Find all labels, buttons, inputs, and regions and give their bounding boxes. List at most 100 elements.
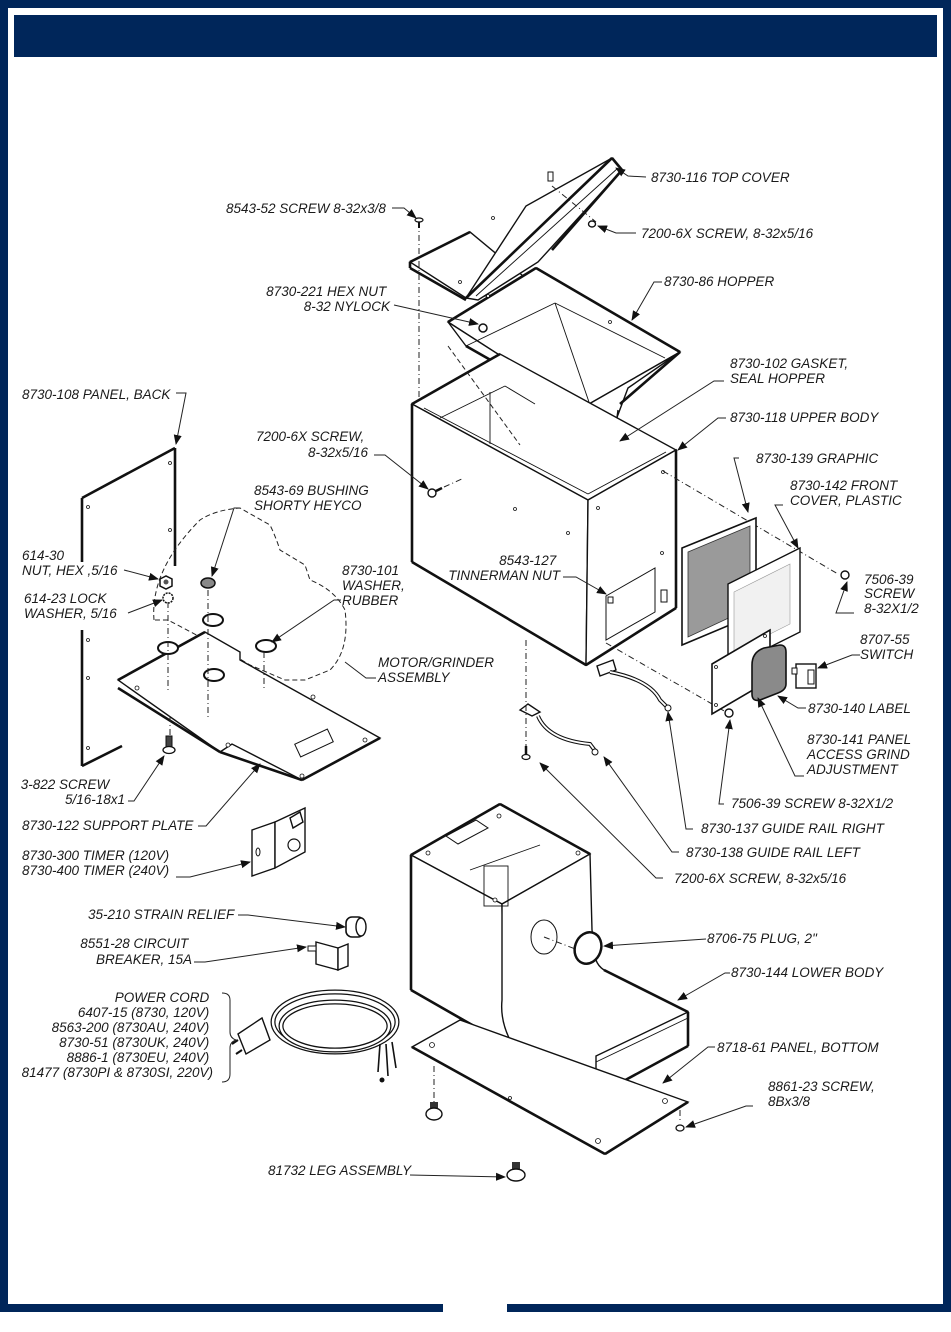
front-cover-part — [727, 546, 801, 670]
label-washer: 8730-101 WASHER, RUBBER — [342, 563, 409, 608]
label-timer-line2: 8730-400 TIMER (240V) — [22, 863, 169, 878]
page-frame-bottom-left — [0, 1304, 443, 1312]
label-gasket-line1: 8730-102 GASKET, — [730, 356, 848, 371]
power-cord-bracket — [221, 992, 238, 1083]
label-breaker-line2: BREAKER, 15A — [96, 952, 192, 967]
label-front-cover-line2: COVER, PLASTIC — [790, 493, 902, 508]
label-side-screw-line1: 7200-6X SCREW, — [256, 429, 364, 444]
label-timer-line1: 8730-300 TIMER (120V) — [22, 848, 169, 863]
label-top-screw: 8543-52 SCREW 8-32x3/8 — [226, 201, 386, 216]
label-hex-nut-516-line1: 614-30 — [22, 548, 65, 563]
label-front-cover: 8730-142 FRONT COVER, PLASTIC — [790, 478, 902, 508]
label-side-screw: 7200-6X SCREW, 8-32x5/16 — [256, 429, 369, 460]
leader-lines — [123, 167, 860, 1181]
label-power-cord-option: 8563-200 (8730AU, 240V) — [52, 1020, 210, 1035]
label-access-panel-line2: ACCESS GRIND — [806, 747, 910, 762]
strain-relief-part — [345, 916, 367, 938]
label-graphic: 8730-139 GRAPHIC — [756, 451, 879, 466]
top-cover-part — [408, 157, 623, 302]
bushing-icon — [200, 577, 216, 589]
label-bottom-screw-line1: 8861-23 SCREW, — [768, 1079, 875, 1094]
label-power-cord-option: 8730-51 (8730UK, 240V) — [59, 1035, 209, 1050]
page-frame-left — [0, 0, 8, 1312]
guide-rail-left-part — [518, 703, 599, 756]
page-frame-top — [0, 0, 951, 8]
label-motor-grinder-line1: MOTOR/GRINDER — [378, 655, 494, 670]
motor-grinder-outline — [153, 507, 347, 681]
label-power-cord: POWER CORD 6407-15 (8730, 120V) 8563-200… — [22, 990, 213, 1080]
page-frame-bottom-right — [507, 1304, 951, 1312]
switch-part — [791, 663, 817, 689]
label-power-cord-title: POWER CORD — [115, 990, 210, 1005]
hex-nut-icon — [478, 323, 488, 333]
leg-assembly-icon — [506, 1162, 526, 1182]
label-power-cord-option: 8886-1 (8730EU, 240V) — [67, 1050, 210, 1065]
back-panel-part — [80, 446, 177, 768]
label-access-panel: 8730-141 PANEL ACCESS GRIND ADJUSTMENT — [806, 732, 915, 777]
label-bushing-line2: SHORTY HEYCO — [254, 498, 362, 513]
label-label-part: 8730-140 LABEL — [808, 701, 911, 716]
label-tinnerman: 8543-127 TINNERMAN NUT — [448, 553, 561, 583]
label-hex-nut: 8730-221 HEX NUT 8-32 NYLOCK — [266, 284, 391, 314]
label-guide-left: 8730-138 GUIDE RAIL LEFT — [686, 845, 862, 860]
panel-screw-icon — [724, 708, 734, 718]
top-cover-screw-icon — [587, 220, 597, 228]
label-leg: 81732 LEG ASSEMBLY — [268, 1163, 412, 1178]
label-power-cord-option: 6407-15 (8730, 120V) — [78, 1005, 209, 1020]
label-switch: 8707-55 SWITCH — [860, 632, 913, 662]
label-breaker-line1: 8551-28 CIRCUIT — [80, 936, 190, 951]
label-front-screw-line3: 8-32X1/2 — [864, 601, 919, 616]
label-hopper: 8730-86 HOPPER — [664, 274, 775, 289]
label-side-screw-line2: 8-32x5/16 — [308, 445, 369, 460]
label-lock-washer-line2: WASHER, 5/16 — [24, 606, 117, 621]
label-washer-line1: 8730-101 — [342, 563, 399, 578]
label-upper-body: 8730-118 UPPER BODY — [730, 410, 879, 425]
label-motor-grinder: MOTOR/GRINDER ASSEMBLY — [377, 655, 498, 685]
label-front-screw: 7506-39 SCREW 8-32X1/2 — [864, 572, 919, 616]
label-plate-screw-line1: 3-822 SCREW — [21, 777, 111, 792]
label-front-screw-line2: SCREW — [864, 586, 916, 601]
label-hex-nut-516-line2: NUT, HEX ,5/16 — [22, 563, 118, 578]
timer-part — [251, 806, 306, 877]
label-switch-line1: 8707-55 — [860, 632, 910, 647]
label-panel-screw: 7506-39 SCREW 8-32X1/2 — [731, 796, 894, 811]
label-part — [751, 644, 787, 702]
label-hex-nut-line1: 8730-221 HEX NUT — [266, 284, 388, 299]
label-support-plate: 8730-122 SUPPORT PLATE — [22, 818, 194, 833]
label-switch-line2: SWITCH — [860, 647, 913, 662]
upper-body-part — [410, 352, 678, 667]
plate-screw-icon — [162, 735, 176, 755]
label-motor-grinder-line2: ASSEMBLY — [377, 670, 451, 685]
label-power-cord-option: 81477 (8730PI & 8730SI, 220V) — [22, 1065, 213, 1080]
label-panel-bottom: 8718-61 PANEL, BOTTOM — [717, 1040, 879, 1055]
circuit-breaker-part — [307, 941, 349, 972]
hex-nut-516-icon — [159, 575, 173, 590]
front-screw-icon — [840, 570, 850, 580]
label-strain-relief: 35-210 STRAIN RELIEF — [88, 907, 235, 922]
label-gasket: 8730-102 GASKET, SEAL HOPPER — [730, 356, 852, 386]
label-tinnerman-line2: TINNERMAN NUT — [448, 568, 561, 583]
label-lock-washer: 614-23 LOCK WASHER, 5/16 — [24, 591, 117, 621]
lower-body-part — [409, 802, 690, 1100]
leg-foot-icon — [425, 1102, 443, 1121]
label-bottom-screw-line2: 8Bx3/8 — [768, 1094, 811, 1109]
label-bushing-line1: 8543-69 BUSHING — [254, 483, 369, 498]
top-screw-icon — [414, 217, 424, 228]
label-washer-line2: WASHER, — [342, 578, 405, 593]
label-top-cover-screw: 7200-6X SCREW, 8-32x5/16 — [641, 226, 814, 241]
label-hex-nut-516: 614-30 NUT, HEX ,5/16 — [22, 548, 118, 578]
tinnerman-nut-icon — [607, 596, 614, 604]
label-tinnerman-line1: 8543-127 — [499, 553, 557, 568]
bottom-screw-icon — [675, 1124, 685, 1132]
label-plug: 8706-75 PLUG, 2" — [707, 931, 818, 946]
label-plate-screw-line2: 5/16-18x1 — [65, 792, 125, 807]
label-top-cover: 8730-116 TOP COVER — [651, 170, 790, 185]
label-timer: 8730-300 TIMER (120V) 8730-400 TIMER (24… — [22, 848, 173, 878]
side-screw-icon — [427, 486, 443, 498]
lock-washer-icon — [162, 592, 174, 604]
label-gasket-line2: SEAL HOPPER — [730, 371, 825, 386]
label-panel-back: 8730-108 PANEL, BACK — [22, 387, 171, 402]
label-rail-screw: 7200-6X SCREW, 8-32x5/16 — [674, 871, 847, 886]
plug-part — [573, 931, 603, 965]
